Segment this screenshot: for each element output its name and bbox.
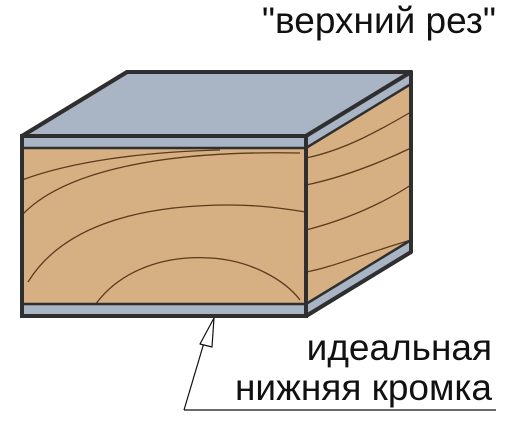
bottom-edge-label-line1: идеальная	[306, 327, 492, 368]
board-front-face	[20, 134, 308, 318]
board-outline	[20, 70, 413, 318]
bottom-edge-leader	[183, 317, 496, 411]
leader-arrowhead	[199, 317, 215, 348]
front-grain-lines	[21, 149, 307, 306]
side-grain-lines	[305, 111, 412, 273]
bottom-edge-label-line2: нижняя кромка	[235, 367, 492, 408]
top-cut-label: "верхний рез"	[261, 0, 496, 41]
board-corner-edge	[304, 70, 413, 138]
